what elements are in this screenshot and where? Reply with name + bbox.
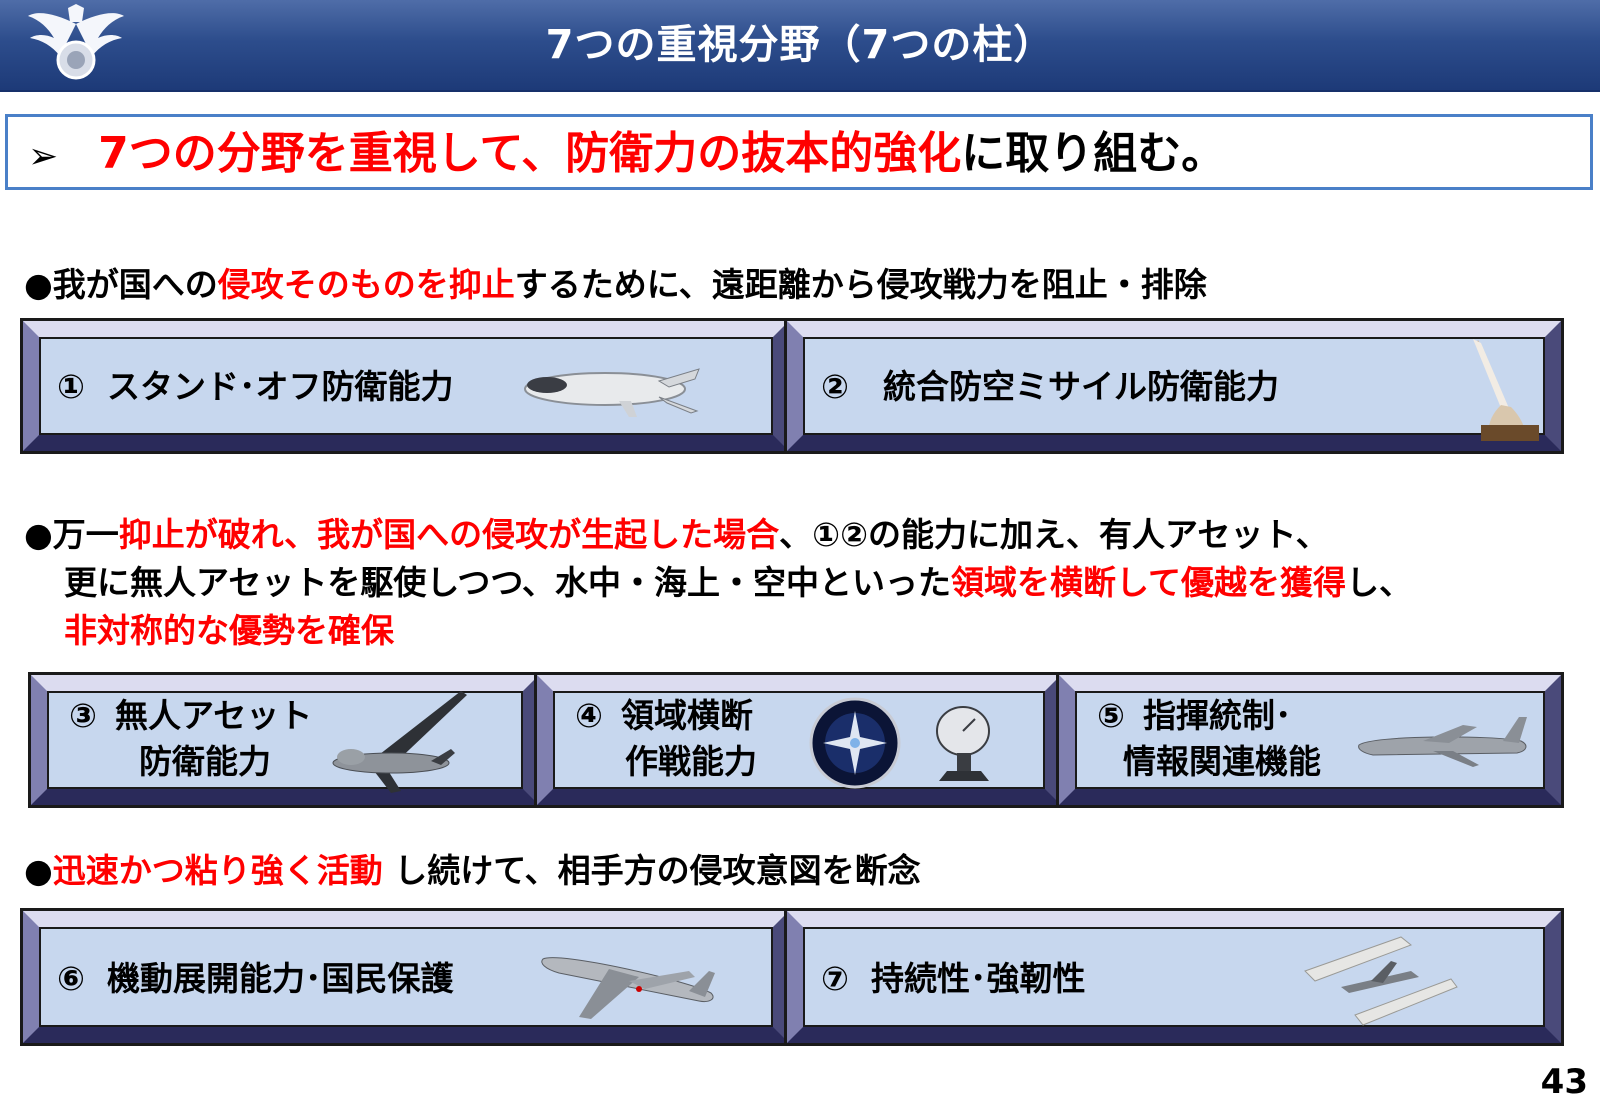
tanker-aircraft-icon bbox=[541, 957, 715, 1019]
arrow-bullet-icon: ➢ bbox=[28, 136, 59, 177]
missile-launch-icon bbox=[1473, 339, 1539, 441]
panel-5-label-2: 情報関連機能 bbox=[1123, 742, 1321, 781]
section1-bullet: ●我が国への侵攻そのものを抑止するために、遠距離から侵攻戦力を阻止・排除 bbox=[24, 262, 1207, 308]
section1-text-1: 我が国への bbox=[52, 265, 218, 304]
jasdf-emblem-icon bbox=[28, 4, 124, 80]
section3-bullet: ●迅速かつ粘り強く活動 し続けて、相手方の侵攻意図を断念 bbox=[24, 851, 921, 890]
panel-4-label-2: 作戦能力 bbox=[625, 742, 757, 781]
space-operations-emblem-icon bbox=[809, 697, 901, 789]
drone-icon bbox=[332, 691, 467, 793]
section1-text-3: するために、遠距離から侵攻戦力を阻止・排除 bbox=[514, 265, 1207, 304]
panel-3-label-2: 防衛能力 bbox=[139, 742, 271, 781]
radar-dish-icon bbox=[936, 706, 990, 781]
section2-bullet-line3: 非対称的な優勢を確保 bbox=[64, 611, 394, 650]
transport-aircraft-icon bbox=[1358, 717, 1527, 767]
lead-text: ➢ 7つの分野を重視して、防衛力の抜本的強化に取り組む。 bbox=[28, 127, 1225, 184]
page-number: 43 bbox=[1540, 1062, 1588, 1102]
lead-box: ➢ 7つの分野を重視して、防衛力の抜本的強化に取り組む。 bbox=[5, 114, 1593, 190]
title-bar bbox=[0, 0, 1600, 92]
bullet-dot: ● bbox=[24, 265, 53, 304]
cruise-missile-icon bbox=[524, 368, 700, 417]
section2-bullet-line1: ●万一抑止が破れ、我が国への侵攻が生起した場合、①②の能力に加え、有人アセット、 bbox=[24, 515, 1329, 554]
section1-text-red: 侵攻そのものを抑止 bbox=[217, 265, 515, 304]
hardened-shelter-icon bbox=[1304, 936, 1458, 1026]
page-title: 7つの重視分野（7つの柱） bbox=[545, 22, 1055, 68]
lead-black-text: に取り組む。 bbox=[961, 128, 1226, 179]
lead-red-text: 7つの分野を重視して、防衛力の抜本的強化 bbox=[98, 128, 962, 179]
section2-bullet-line2: 更に無人アセットを駆使しつつ、水中・海上・空中といった領域を横断して優越を獲得し… bbox=[64, 563, 1413, 602]
